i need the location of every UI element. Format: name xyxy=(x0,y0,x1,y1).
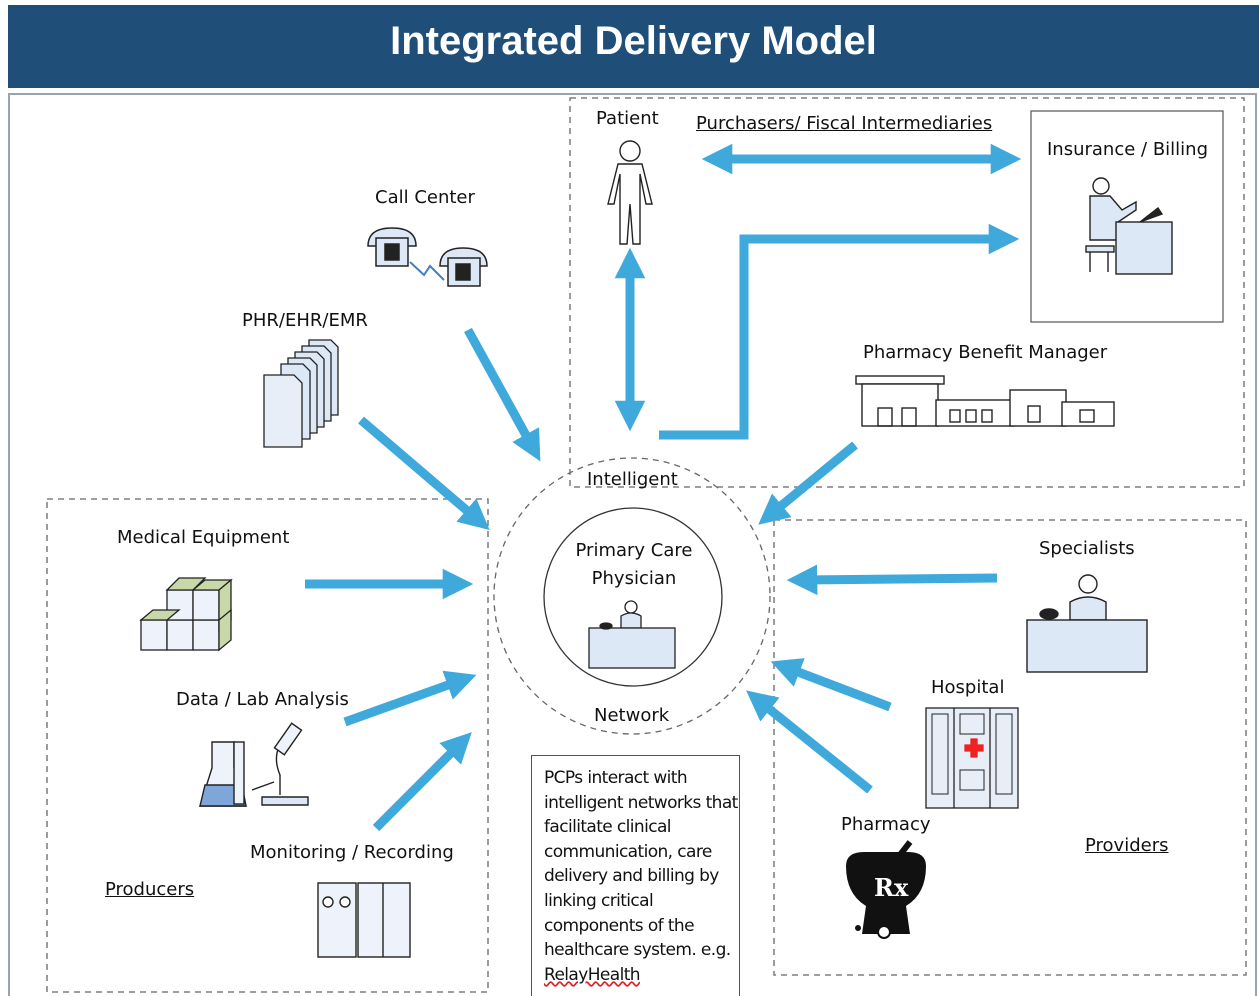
hospital-label: Hospital xyxy=(931,677,1005,698)
pharmacy-label: Pharmacy xyxy=(841,814,931,835)
pcp-label-line2: Physician xyxy=(591,568,677,589)
arrow-monitoring xyxy=(372,732,472,832)
arrow-hospital xyxy=(770,658,892,712)
network-label: Network xyxy=(594,705,670,726)
arrow-phr xyxy=(358,416,490,530)
producers-label: Producers xyxy=(105,879,195,900)
diagram-frame xyxy=(8,93,1257,996)
medical-equipment-label: Medical Equipment xyxy=(117,527,290,548)
rx-mortar-icon: Rx xyxy=(846,840,926,939)
page-title: Integrated Delivery Model xyxy=(390,19,877,63)
documents-icon xyxy=(263,339,339,448)
telephone-icon xyxy=(367,227,488,287)
arrow-pcp-insurance xyxy=(659,223,1020,440)
arrow-lab xyxy=(343,670,477,727)
pcp-label-line1: Primary Care xyxy=(575,540,693,561)
physician-desk-icon xyxy=(588,600,676,669)
intelligent-label: Intelligent xyxy=(587,469,678,490)
description-note: PCPs interact with intelligent networks … xyxy=(531,755,740,996)
title-banner: Integrated Delivery Model xyxy=(8,5,1259,88)
patient-figure-icon xyxy=(607,140,653,245)
phr-label: PHR/EHR/EMR xyxy=(242,310,368,331)
insurance-label: Insurance / Billing xyxy=(1047,139,1209,160)
data-lab-label: Data / Lab Analysis xyxy=(176,689,349,710)
call-center-label: Call Center xyxy=(375,187,475,208)
patient-label: Patient xyxy=(596,108,659,129)
purchasers-label: Purchasers/ Fiscal Intermediaries xyxy=(696,113,993,134)
pbm-label: Pharmacy Benefit Manager xyxy=(863,342,1108,363)
intelligent-network-ring xyxy=(493,457,771,735)
providers-label: Providers xyxy=(1085,835,1169,856)
lab-flask-microscope-icon xyxy=(199,722,309,807)
boxes-icon xyxy=(139,577,233,652)
hospital-building-icon xyxy=(925,707,1019,809)
billing-clerk-icon xyxy=(1085,177,1173,275)
relayhealth-text: RelayHealth xyxy=(544,964,641,985)
pharmacy-store-icon xyxy=(855,375,1115,427)
arrow-pharmacy xyxy=(746,690,873,794)
specialist-desk-icon xyxy=(1026,574,1148,673)
arrow-pbm xyxy=(758,441,858,525)
arrow-callcenter xyxy=(464,327,541,462)
svg-text:Rx: Rx xyxy=(874,873,909,902)
specialists-label: Specialists xyxy=(1039,538,1135,559)
monitor-cabinet-icon xyxy=(317,882,411,958)
region-providers xyxy=(773,519,1247,976)
monitoring-label: Monitoring / Recording xyxy=(250,842,454,863)
region-producers xyxy=(46,498,489,993)
arrow-specialists xyxy=(786,564,998,596)
note-text: PCPs interact with intelligent networks … xyxy=(544,768,738,961)
region-payers xyxy=(569,97,1245,488)
